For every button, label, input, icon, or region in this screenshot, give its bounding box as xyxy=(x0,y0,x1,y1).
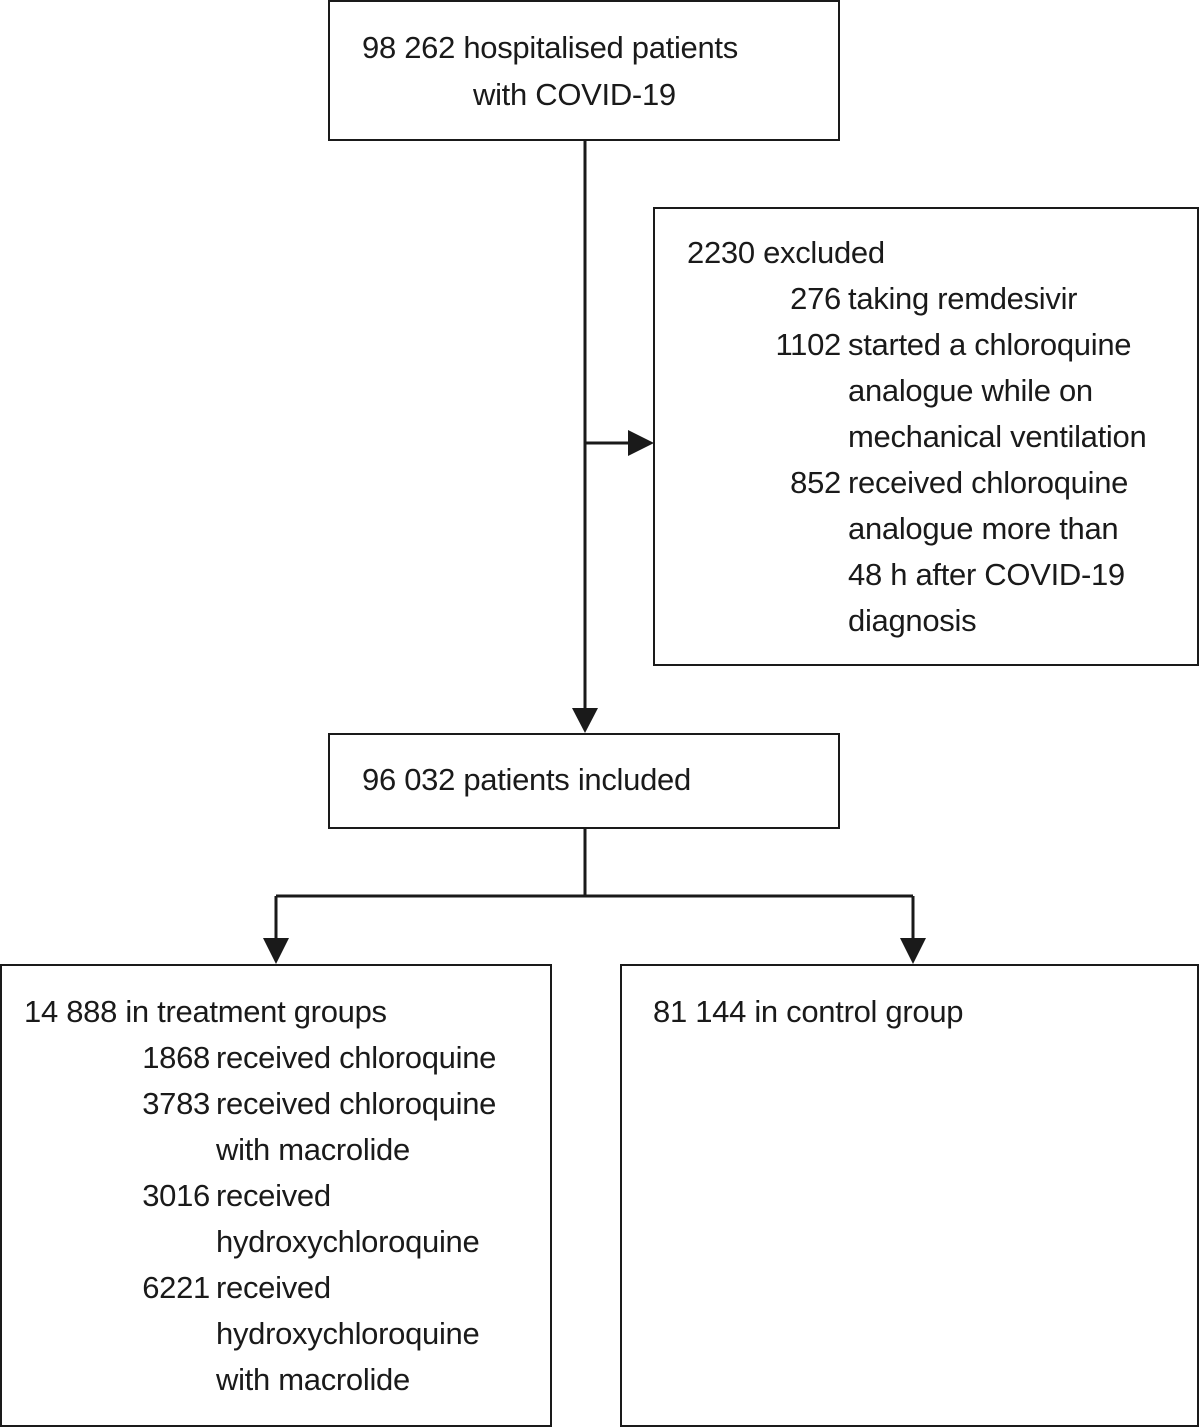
treatment-label-hydroxychloroquine-2: hydroxychloroquine xyxy=(216,1224,480,1259)
arrowhead-to-control xyxy=(900,938,926,964)
treatment-label-hydroxychloroquine-macrolide-1: received xyxy=(216,1270,331,1305)
control-group-text: 81 144 in control group xyxy=(653,994,964,1029)
treatment-count-hydroxychloroquine: 3016 xyxy=(142,1178,210,1213)
excluded-header: 2230 excluded xyxy=(687,235,885,270)
excluded-count-remdesivir: 276 xyxy=(790,281,841,316)
treatment-label-chloroquine-macrolide-2: with macrolide xyxy=(216,1132,410,1167)
treatment-label-hydroxychloroquine-macrolide-2: hydroxychloroquine xyxy=(216,1316,480,1351)
treatment-label-chloroquine: received chloroquine xyxy=(216,1040,497,1075)
excluded-count-late: 852 xyxy=(790,465,841,500)
treatment-count-hydroxychloroquine-macrolide: 6221 xyxy=(142,1270,210,1305)
treatment-count-chloroquine: 1868 xyxy=(142,1040,210,1075)
excluded-label-remdesivir: taking remdesivir xyxy=(848,281,1078,316)
treatment-label-hydroxychloroquine-1: received xyxy=(216,1178,331,1213)
hospitalised-line-1: 98 262 hospitalised patients xyxy=(362,30,738,65)
control-group-box: 81 144 in control group xyxy=(620,964,1199,1427)
hospitalised-patients-box: 98 262 hospitalised patients with COVID-… xyxy=(328,0,840,141)
excluded-label-ventilation-1: started a chloroquine xyxy=(848,327,1132,362)
arrowhead-to-treatment xyxy=(263,938,289,964)
treatment-label-hydroxychloroquine-macrolide-3: with macrolide xyxy=(216,1362,410,1397)
excluded-label-ventilation-3: mechanical ventilation xyxy=(848,419,1147,454)
patients-included-box: 96 032 patients included xyxy=(328,733,840,829)
treatment-groups-box: 14 888 in treatment groups 1868 received… xyxy=(0,964,552,1427)
patients-included-text: 96 032 patients included xyxy=(362,762,691,797)
excluded-label-late-3: 48 h after COVID-19 xyxy=(848,557,1125,592)
excluded-count-ventilation: 1102 xyxy=(775,327,842,362)
hospitalised-line-2: with COVID-19 xyxy=(473,77,676,112)
arrowhead-to-excluded xyxy=(628,430,654,456)
treatment-count-chloroquine-macrolide: 3783 xyxy=(142,1086,210,1121)
excluded-label-late-4: diagnosis xyxy=(848,603,977,638)
excluded-box: 2230 excluded 276 taking remdesivir 1102… xyxy=(653,207,1199,666)
treatment-header: 14 888 in treatment groups xyxy=(24,994,387,1029)
treatment-label-chloroquine-macrolide-1: received chloroquine xyxy=(216,1086,497,1121)
excluded-label-late-2: analogue more than xyxy=(848,511,1119,546)
arrowhead-to-included xyxy=(572,708,598,733)
excluded-label-ventilation-2: analogue while on xyxy=(848,373,1093,408)
excluded-label-late-1: received chloroquine xyxy=(848,465,1129,500)
